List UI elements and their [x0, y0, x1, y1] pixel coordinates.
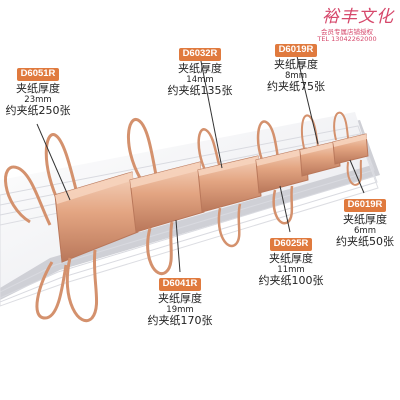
- clip-d6019r-6mm: [332, 111, 369, 186]
- watermark-brand: 裕丰文化: [322, 7, 394, 27]
- spec-heading: 夹纸厚度: [274, 57, 318, 71]
- model-code: D6019R: [343, 199, 387, 212]
- spec-sheets: 约夹纸50张: [336, 235, 394, 249]
- model-code: D6032R: [178, 48, 222, 61]
- spec-thickness: 8mm: [285, 70, 307, 81]
- model-code: D6025R: [269, 238, 313, 251]
- spec-label-d6025r: D6025R 夹纸厚度 11mm 约夹纸100张: [248, 232, 334, 288]
- spec-thickness: 14mm: [186, 74, 214, 85]
- spec-label-d6019r-6mm: D6019R 夹纸厚度 6mm 约夹纸50张: [330, 193, 400, 249]
- spec-heading: 夹纸厚度: [158, 291, 202, 305]
- spec-heading: 夹纸厚度: [269, 251, 313, 265]
- spec-sheets: 约夹纸75张: [267, 80, 325, 94]
- spec-sheets: 约夹纸135张: [167, 84, 233, 98]
- spec-label-d6019r-8mm: D6019R 夹纸厚度 8mm 约夹纸75张: [252, 38, 340, 94]
- spec-label-d6032r: D6032R 夹纸厚度 14mm 约夹纸135张: [150, 42, 250, 98]
- spec-thickness: 23mm: [24, 94, 52, 105]
- spec-thickness: 6mm: [354, 225, 376, 236]
- spec-sheets: 约夹纸170张: [147, 314, 213, 328]
- clip-d6032r: [197, 128, 262, 248]
- spec-heading: 夹纸厚度: [178, 61, 222, 75]
- spec-label-d6041r: D6041R 夹纸厚度 19mm 约夹纸170张: [136, 272, 224, 328]
- spec-heading: 夹纸厚度: [16, 81, 60, 95]
- clip-d6051r: [4, 133, 139, 322]
- watermark-tagline: 会员专属店铺授权: [321, 28, 373, 36]
- leader-lines: [36, 51, 365, 273]
- model-code: D6051R: [16, 68, 60, 81]
- model-code: D6041R: [158, 278, 202, 291]
- clip-d6041r: [126, 118, 205, 276]
- model-code: D6019R: [274, 44, 318, 57]
- spec-thickness: 11mm: [277, 264, 305, 275]
- spec-heading: 夹纸厚度: [343, 212, 387, 226]
- spec-label-d6051r: D6051R 夹纸厚度 23mm 约夹纸250张: [2, 62, 74, 118]
- spec-sheets: 约夹纸100张: [258, 274, 324, 288]
- watermark-phone: TEL 13042262000: [317, 35, 377, 43]
- spec-sheets: 约夹纸250张: [5, 104, 71, 118]
- spec-thickness: 19mm: [166, 304, 194, 315]
